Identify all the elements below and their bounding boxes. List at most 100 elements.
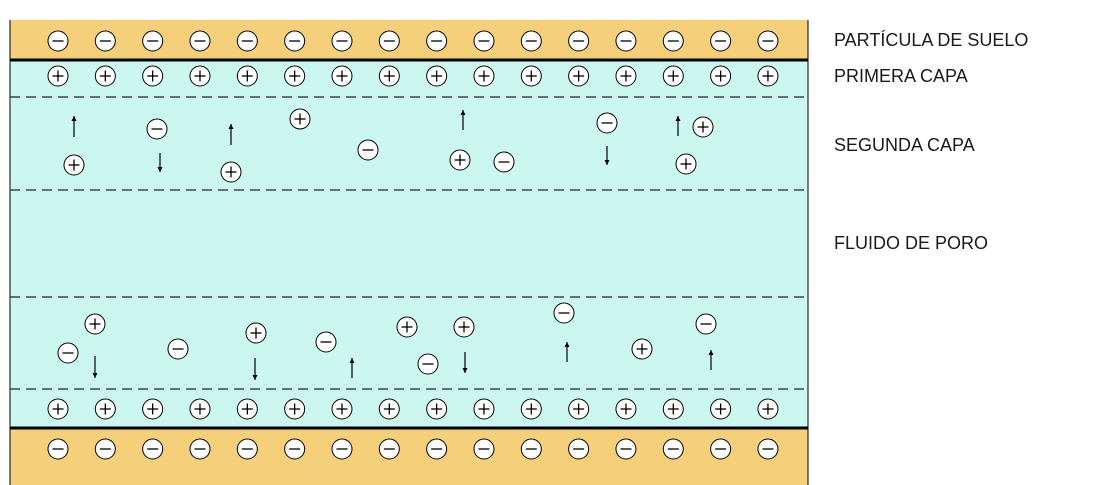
particle-negative-charge: [710, 438, 732, 460]
first-layer-cation: [189, 398, 211, 420]
diffuse-cation: [449, 149, 471, 171]
pore-fluid-region: [10, 60, 808, 428]
particle-negative-charge: [284, 30, 306, 52]
particle-negative-charge: [520, 438, 542, 460]
first-layer-label: PRIMERA CAPA: [834, 66, 968, 86]
first-layer-cation: [47, 65, 69, 87]
particle-negative-charge: [189, 30, 211, 52]
first-layer-cation: [615, 398, 637, 420]
ions-group: [47, 30, 779, 460]
particle-negative-charge: [284, 438, 306, 460]
first-layer-cation: [378, 398, 400, 420]
diffuse-anion: [695, 313, 717, 335]
particle-negative-charge: [378, 30, 400, 52]
particle-negative-charge: [710, 30, 732, 52]
diffuse-cation: [675, 153, 697, 175]
first-layer-cation: [473, 398, 495, 420]
first-layer-cation: [426, 65, 448, 87]
first-layer-cation: [757, 65, 779, 87]
particle-negative-charge: [568, 30, 590, 52]
diffuse-cation: [245, 322, 267, 344]
upward-arrow: [349, 358, 355, 378]
first-layer-cation: [426, 398, 448, 420]
downward-arrow: [604, 146, 610, 165]
first-layer-cation: [615, 65, 637, 87]
upward-arrow: [460, 110, 466, 130]
diffuse-cation: [63, 154, 85, 176]
particle-negative-charge: [615, 438, 637, 460]
first-layer-cation: [236, 398, 258, 420]
diffuse-cation: [396, 316, 418, 338]
first-layer-cation: [284, 65, 306, 87]
second-layer-label: SEGUNDA CAPA: [834, 135, 975, 155]
particle-negative-charge: [473, 30, 495, 52]
upward-arrow: [675, 116, 681, 136]
particle-negative-charge: [236, 30, 258, 52]
first-layer-cation: [568, 65, 590, 87]
diffuse-cation: [692, 116, 714, 138]
downward-arrow: [92, 356, 98, 378]
first-layer-cation: [284, 398, 306, 420]
diffuse-cation: [631, 338, 653, 360]
downward-arrow: [157, 153, 163, 172]
particle-negative-charge: [47, 30, 69, 52]
upward-arrow: [708, 350, 714, 370]
particle-negative-charge: [662, 30, 684, 52]
particle-negative-charge: [615, 30, 637, 52]
first-layer-cation: [710, 65, 732, 87]
first-layer-cation: [757, 398, 779, 420]
downward-arrow: [462, 352, 468, 373]
downward-arrow: [252, 358, 258, 380]
diffuse-anion: [167, 338, 189, 360]
upward-arrow: [71, 116, 77, 137]
first-layer-cation: [142, 398, 164, 420]
top-soil-particle: [10, 20, 808, 60]
diffuse-anion: [596, 112, 618, 134]
first-layer-cation: [378, 65, 400, 87]
diffuse-anion: [357, 139, 379, 161]
particle-negative-charge: [331, 438, 353, 460]
diffuse-cation: [453, 316, 475, 338]
first-layer-cation: [94, 398, 116, 420]
first-layer-cation: [236, 65, 258, 87]
particle-negative-charge: [426, 30, 448, 52]
diffuse-anion: [315, 331, 337, 353]
particle-negative-charge: [473, 438, 495, 460]
particle-negative-charge: [189, 438, 211, 460]
first-layer-cation: [331, 65, 353, 87]
particle-label: PARTÍCULA DE SUELO: [834, 30, 1029, 50]
particle-negative-charge: [94, 30, 116, 52]
first-layer-cation: [568, 398, 590, 420]
particle-negative-charge: [142, 30, 164, 52]
first-layer-cation: [520, 65, 542, 87]
particle-negative-charge: [47, 438, 69, 460]
upward-arrow: [564, 342, 570, 362]
diffuse-cation: [289, 108, 311, 130]
first-layer-cation: [189, 65, 211, 87]
particle-negative-charge: [757, 30, 779, 52]
diffuse-anion: [417, 353, 439, 375]
particle-negative-charge: [236, 438, 258, 460]
diffuse-anion: [57, 342, 79, 364]
particle-negative-charge: [331, 30, 353, 52]
bottom-soil-particle: [10, 428, 808, 485]
diffuse-anion: [493, 151, 515, 173]
upward-arrow: [228, 124, 234, 145]
diffuse-anion: [146, 118, 168, 140]
particle-negative-charge: [520, 30, 542, 52]
first-layer-cation: [710, 398, 732, 420]
particle-negative-charge: [142, 438, 164, 460]
diffuse-anion: [553, 302, 575, 324]
diffuse-cation: [220, 161, 242, 183]
first-layer-cation: [662, 65, 684, 87]
particle-negative-charge: [568, 438, 590, 460]
first-layer-cation: [331, 398, 353, 420]
particle-negative-charge: [94, 438, 116, 460]
diffuse-cation: [84, 313, 106, 335]
first-layer-cation: [142, 65, 164, 87]
particle-negative-charge: [662, 438, 684, 460]
first-layer-cation: [662, 398, 684, 420]
particle-negative-charge: [757, 438, 779, 460]
first-layer-cation: [94, 65, 116, 87]
